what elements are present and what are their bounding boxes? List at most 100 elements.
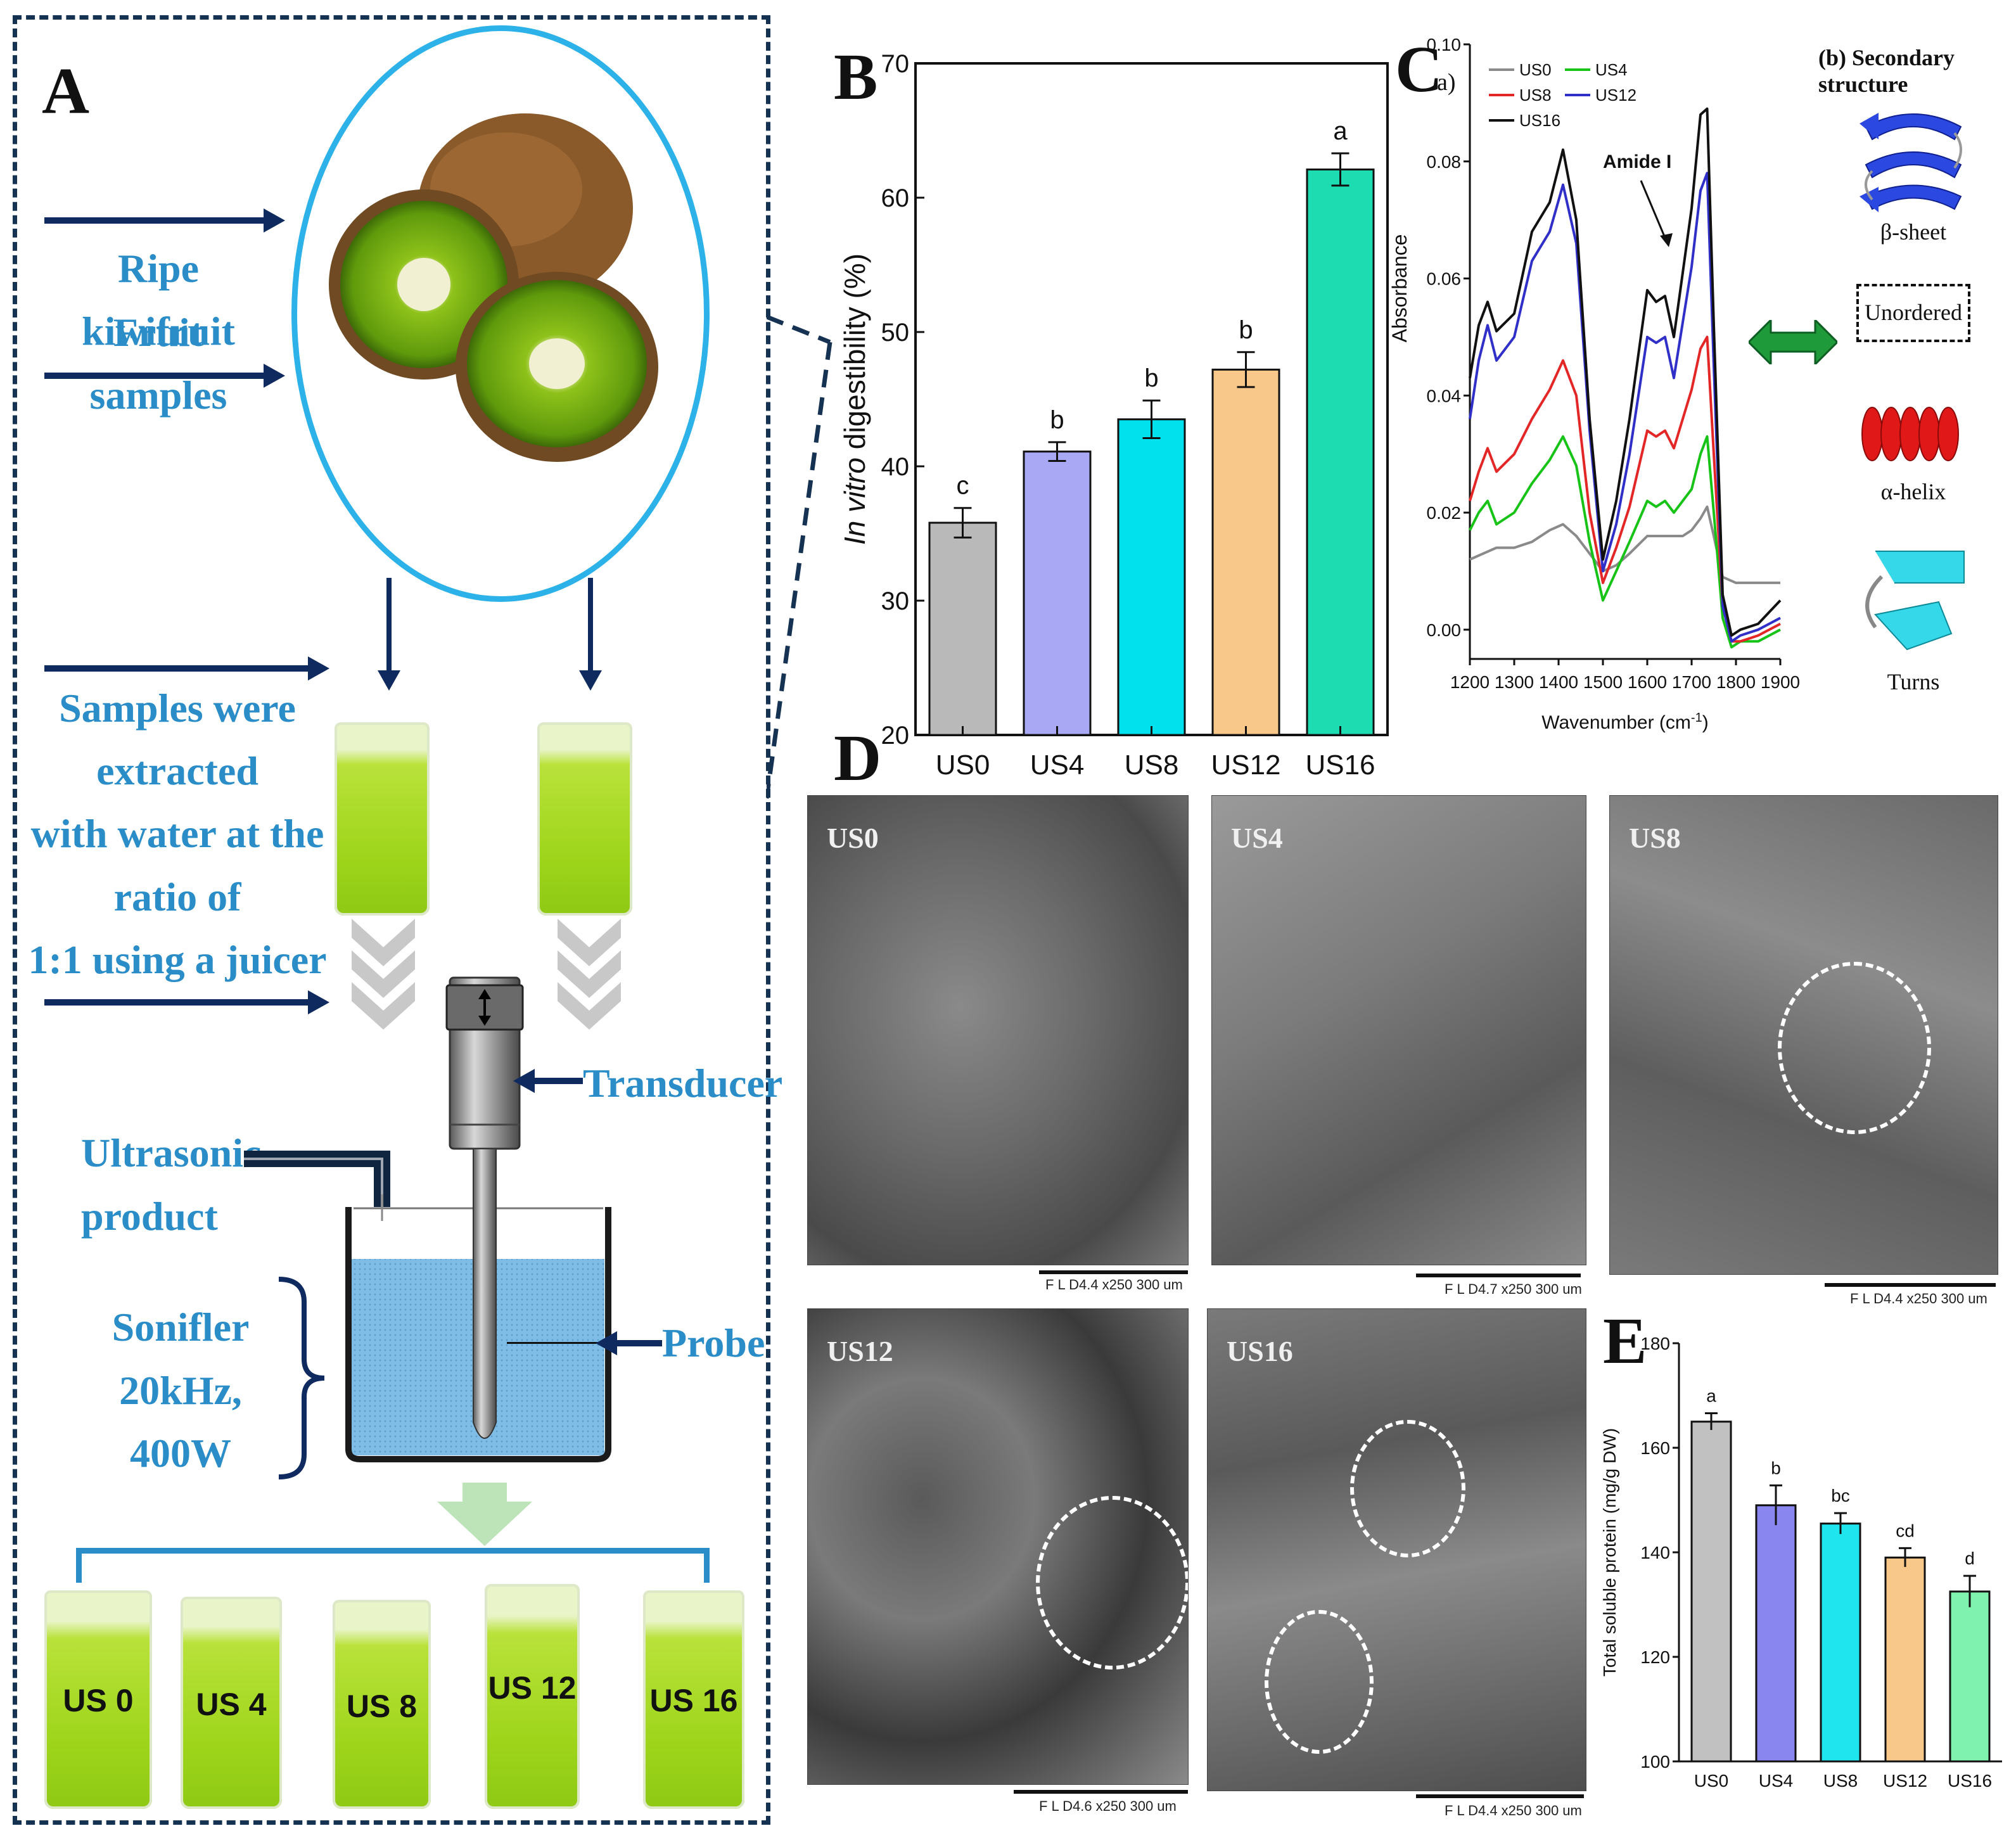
chart-c-xtick-label-5: 1700 [1672,672,1711,692]
chart-b-xtick-label-US0: US0 [936,750,990,781]
sem-highlight-circle-us12 [1036,1496,1188,1670]
arrow-right-2 [44,364,285,388]
beta-sheet-label: β-sheet [1880,219,1947,245]
sem-label-us8: US8 [1629,822,1681,854]
juice-glass-us4: US 4 [181,1597,282,1809]
sem-scalebar-line-us12 [1014,1790,1188,1794]
sem-scale-us16: F L D4.4 x250 300 um [1445,1803,1582,1818]
chart-e-xtick-label-US4: US4 [1759,1771,1793,1791]
juice-glass-us16: US 16 [643,1590,744,1809]
chart-b-ytick-label-1: 30 [881,587,910,615]
chart-b-ytick-label-3: 50 [881,319,910,347]
panel-c-sub-a: a) [1437,69,1456,96]
chart-c-amide-arrowhead [1660,233,1673,247]
sem-scalebar-line-us8 [1825,1283,1996,1287]
chart-c-xtick-label-3: 1500 [1583,672,1623,692]
alpha-helix-label: α-helix [1880,479,1946,504]
extract-line-3: with water at the [30,811,324,857]
chart-e-ytick-label-3: 160 [1640,1438,1670,1458]
juice-glass-right [537,722,632,916]
sem-highlight-circle-us8 [1778,962,1931,1134]
sem-scalebar-line-us4 [1416,1274,1581,1277]
sem-label-us4: US4 [1231,822,1283,854]
chart-e-bar-US8 [1820,1523,1861,1763]
arrow-down-left [378,578,400,691]
chart-c-line-US12 [1469,172,1781,643]
chart-c-legend-label-US12: US12 [1595,86,1636,105]
unordered-label: Unordered [1865,300,1962,325]
chart-c-xtick-label-1: 1300 [1495,672,1534,692]
probe-label: Probe [662,1320,765,1365]
arrow-right-3 [44,656,329,680]
sem-image-us0: US0 [807,795,1189,1265]
arrow-right-1 [44,208,285,233]
chart-b-letter-US12: b [1239,316,1253,344]
chart-b-xtick-label-US16: US16 [1305,750,1375,781]
sonicator-apparatus [345,976,611,1462]
juice-glass-us8: US 8 [333,1600,431,1809]
chart-b-letter-US0: c [957,472,969,500]
sem-highlight-circle-us16-top [1350,1420,1465,1557]
chart-e-letter-US16: d [1965,1549,1975,1568]
chart-b-bar-US4 [1023,450,1092,736]
chart-c-amide-label: Amide I [1603,151,1671,172]
chart-e-ylabel: Total soluble protein (mg/g DW) [1600,1428,1619,1677]
chart-c-ytick-label-5: 0.10 [1427,35,1462,54]
panel-a-letter: A [42,54,90,127]
panel-e-letter: E [1603,1305,1647,1377]
glass-label-us4: US 4 [196,1686,267,1722]
sem-image-us16: US16 [1207,1308,1586,1791]
chart-b-ytick-label-5: 70 [881,50,910,78]
arrow-right-4 [44,990,329,1014]
sem-image-us8: US8 [1609,795,1998,1275]
curly-brace [278,1277,325,1479]
turns-icon [1865,551,1965,651]
chart-b-ylabel: In vitro digestibility (%) [838,253,871,545]
chart-e-ytick-label-0: 100 [1640,1752,1670,1772]
turns-label: Turns [1887,669,1940,694]
juice-glass-left [335,722,430,916]
chart-c-legend-label-US0: US0 [1519,60,1552,79]
sem-scale-us4: F L D4.7 x250 300 um [1445,1281,1582,1297]
chart-c-ytick-label-3: 0.06 [1427,269,1462,289]
chart-c-legend-label-US16: US16 [1519,111,1560,130]
chart-b-xtick-label-US12: US12 [1211,750,1280,781]
green-down-arrow [437,1483,532,1546]
glass-label-us12: US 12 [488,1670,577,1706]
extract-line-4: ratio of [113,874,241,919]
unordered-box [1856,284,1970,342]
chart-e-xtick-label-US12: US12 [1883,1771,1927,1791]
sem-scale-us12: F L D4.6 x250 300 um [1039,1798,1177,1814]
chart-b-xtick-label-US8: US8 [1125,750,1179,781]
chart-e-bar-US16 [1949,1590,1991,1763]
chart-c-xtick-label-0: 1200 [1450,672,1490,692]
panel-d-letter: D [834,722,882,795]
glass-label-us16: US 16 [649,1682,738,1718]
chart-b-bar-US0 [928,521,997,736]
chart-c-xtick-label-4: 1600 [1628,672,1667,692]
arrow-down-right [579,578,602,691]
chart-b-ytick-label-4: 60 [881,184,910,212]
sem-scale-us8: F L D4.4 x250 300 um [1850,1291,1987,1306]
sem-label-us16: US16 [1227,1335,1293,1367]
panel-a-frame [13,15,770,1825]
chart-b-letter-US8: b [1144,364,1158,392]
extract-line-5: 1:1 using a juicer [28,936,327,982]
beta-sheet-icon [1860,113,1962,212]
double-arrow-icon [1749,320,1837,364]
chart-c-ylabel: Absorbance [1388,234,1411,343]
chart-e-letter-US12: cd [1896,1521,1915,1540]
extraction-text: Samples were extracted with water at the… [25,677,329,991]
chart-c-xlabel: Wavenumber (cm-1) [1541,711,1708,733]
kiwi-fruit-image [329,113,658,462]
panel-c-letter: C [1395,33,1443,106]
chart-e-letter-US8: bc [1831,1486,1850,1505]
chart-c-legend-label-US4: US4 [1595,60,1628,79]
probe-arrow [615,1340,662,1346]
chart-b-letter-US16: a [1333,117,1348,145]
chart-c-xtick-label-2: 1400 [1539,672,1578,692]
sem-image-us4: US4 [1211,795,1586,1265]
chart-e-ytick-label-4: 180 [1640,1334,1670,1353]
